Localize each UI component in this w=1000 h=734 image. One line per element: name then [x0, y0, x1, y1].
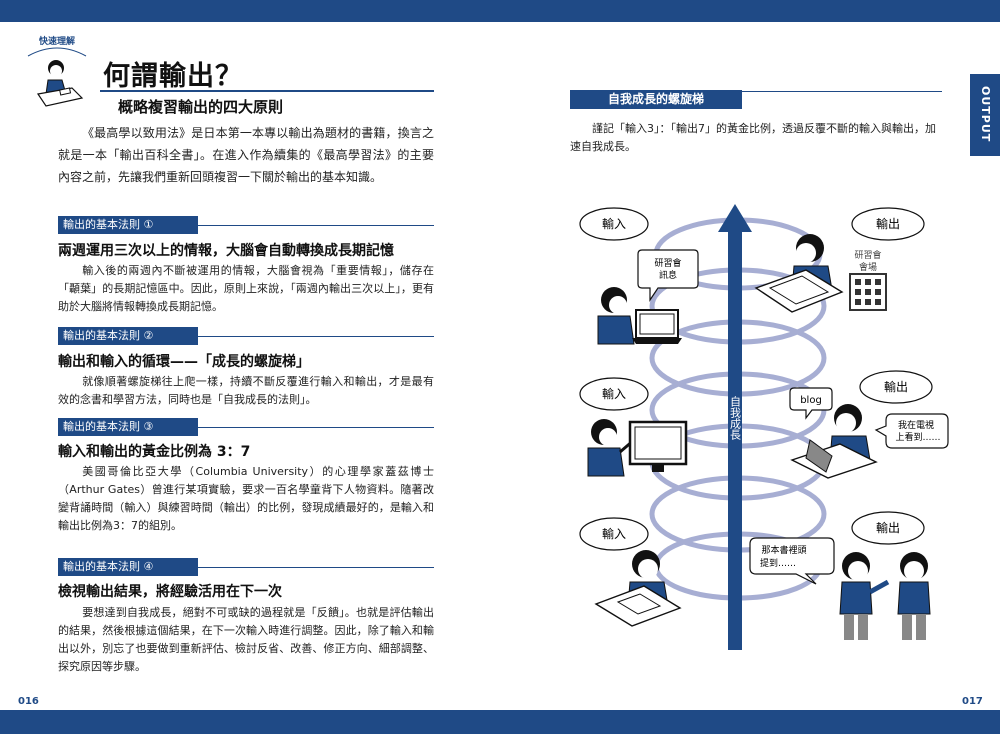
person-writing-icon: [754, 234, 844, 313]
person-blogging-icon: [790, 404, 878, 479]
spiral-illustration: 自我成長 輸入 輸出 研習會 訊息 研習會: [579, 204, 949, 650]
rule-heading-1: 兩週運用三次以上的情報，大腦會自動轉換成長期記憶: [58, 243, 394, 259]
svg-text:我在電視: 我在電視: [898, 419, 934, 431]
page-title: 何謂輸出？: [103, 61, 243, 92]
svg-text:那本書裡頭: 那本書裡頭: [761, 544, 806, 556]
rule-divider-2: [198, 336, 434, 337]
rule-tag-3: 輸出的基本法則 ③: [58, 418, 198, 436]
seminar-venue-label: 研習會 會場: [854, 249, 881, 273]
rule-divider-4: [198, 567, 434, 568]
input-bubble-3: 輸入: [579, 517, 649, 551]
growth-spiral-diagram: 自我成長 輸入 輸出 研習會 訊息 研習會: [570, 160, 970, 680]
svg-text:會場: 會場: [859, 261, 877, 273]
svg-text:研習會: 研習會: [854, 249, 881, 261]
output-bubble-1: 輸出: [851, 207, 925, 241]
input-bubble-2: 輸入: [579, 377, 649, 411]
svg-text:訊息: 訊息: [659, 269, 677, 281]
svg-text:blog: blog: [800, 395, 822, 406]
svg-text:輸入: 輸入: [602, 386, 626, 401]
rule-heading-3: 輸入和輸出的黃金比例為 3：7: [58, 444, 251, 460]
output-side-tab: OUTPUT: [970, 74, 1000, 156]
rule-tag-4: 輸出的基本法則 ④: [58, 558, 198, 576]
svg-text:輸出: 輸出: [876, 520, 900, 535]
rule-tag-2: 輸出的基本法則 ②: [58, 327, 198, 345]
svg-text:研習會: 研習會: [654, 257, 681, 269]
title-underline: [100, 90, 434, 92]
page-number-left: 016: [18, 696, 39, 707]
spiral-section-rule: [742, 91, 942, 92]
reading-person-icon: [27, 47, 87, 107]
svg-text:提到……: 提到……: [760, 557, 796, 569]
input-bubble-1: 輸入: [579, 207, 649, 241]
rule-divider-3: [198, 427, 434, 428]
page-subtitle: 概略複習輸出的四大原則: [118, 98, 284, 116]
svg-text:輸入: 輸入: [602, 526, 626, 541]
svg-text:自我成長: 自我成長: [729, 396, 742, 441]
rule-body-2: 就像順著螺旋梯往上爬一樣，持續不斷反覆進行輸入和輸出，才是最有效的念書和學習方法…: [58, 375, 434, 406]
spiral-section-tag: 自我成長的螺旋梯: [570, 90, 742, 109]
seminar-info-bubble: 研習會 訊息: [637, 249, 699, 302]
person-laptop-icon: [597, 287, 682, 345]
svg-text:輸入: 輸入: [602, 216, 626, 231]
rule-divider-1: [198, 225, 434, 226]
top-band: [0, 0, 1000, 22]
tv-quote-bubble: 我在電視 上看到……: [874, 413, 949, 449]
spiral-intro-paragraph: 謹記「輸入3」：「輸出7」的黃金比例，透過反覆不斷的輸入與輸出，加速自我成長。: [570, 122, 936, 153]
growth-arrow: [718, 204, 752, 650]
rule-tag-1: 輸出的基本法則 ①: [58, 216, 198, 234]
book-quote-bubble: 那本書裡頭 提到……: [749, 537, 835, 585]
output-bubble-2: 輸出: [859, 370, 933, 404]
blog-bubble: blog: [789, 387, 833, 420]
page-number-right: 017: [962, 696, 983, 707]
rule-body-3: 美國哥倫比亞大學（Columbia University）的心理學家蓋茲博士（A…: [58, 465, 434, 532]
rule-heading-2: 輸出和輸入的循環——「成長的螺旋梯」: [58, 354, 310, 370]
person-reading-icon: [594, 550, 682, 627]
rule-body-1: 輸入後的兩週內不斷被運用的情報，大腦會視為「重要情報」，儲存在「顳葉」的長期記憶…: [58, 264, 434, 313]
people-talking-icon: [839, 552, 931, 640]
svg-text:輸出: 輸出: [884, 379, 908, 394]
building-icon: [849, 273, 887, 311]
rule-body-4: 要想達到自我成長，絕對不可或缺的過程就是「反饋」。也就是評估輸出的結果，然後根據…: [58, 606, 434, 673]
quick-understanding-badge: 快速理解: [22, 34, 92, 108]
bottom-band: [0, 710, 1000, 734]
intro-paragraph: 《最高學以致用法》是日本第一本專以輸出為題材的書籍，換言之就是一本「輸出百科全書…: [58, 126, 434, 184]
rule-heading-4: 檢視輸出結果，將經驗活用在下一次: [58, 584, 282, 600]
person-monitor-icon: [587, 419, 688, 477]
svg-text:上看到……: 上看到……: [895, 431, 940, 443]
output-bubble-3: 輸出: [851, 511, 925, 545]
side-tab-label: OUTPUT: [979, 86, 992, 143]
svg-text:輸出: 輸出: [876, 216, 900, 231]
badge-label: 快速理解: [38, 37, 75, 47]
growth-arrow-label: 自我成長: [729, 396, 742, 441]
